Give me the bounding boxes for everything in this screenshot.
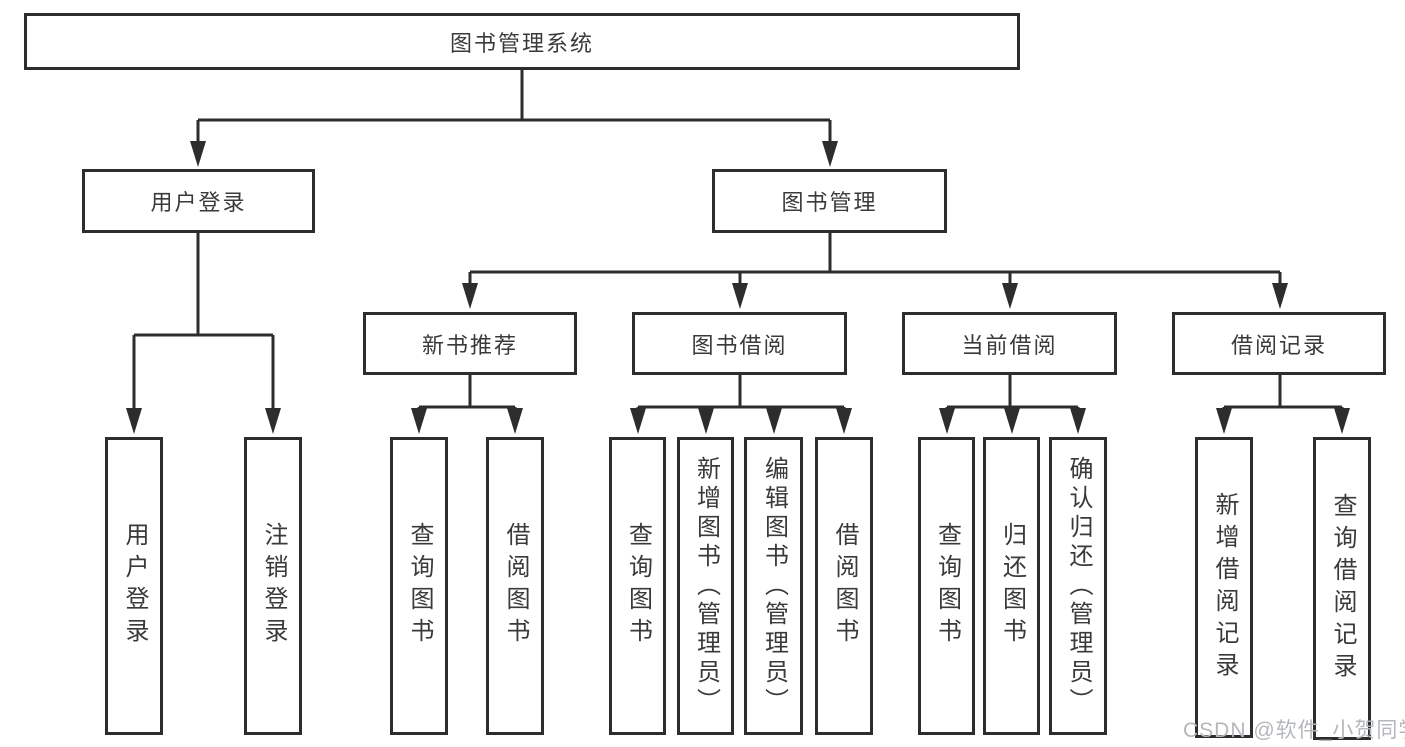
- node-edit-book-admin: 编辑图书（管理员）: [744, 437, 803, 735]
- connector-level3-children: [417, 375, 1344, 412]
- node-borrow-query-book: 查询图书: [609, 437, 666, 735]
- node-book-borrowing: 图书借阅: [632, 312, 847, 375]
- node-login-user: 用户登录: [105, 437, 163, 735]
- node-current-query-book: 查询图书: [918, 437, 975, 735]
- node-current-borrowing: 当前借阅: [902, 312, 1117, 375]
- node-rec-query-book: 查询图书: [390, 437, 448, 735]
- node-rec-borrow-book: 借阅图书: [486, 437, 544, 735]
- node-logout: 注销登录: [244, 437, 302, 735]
- node-borrow-records: 借阅记录: [1172, 312, 1386, 375]
- node-return-book: 归还图书: [983, 437, 1040, 735]
- node-new-book-recommend: 新书推荐: [363, 312, 577, 375]
- node-borrow-borrow-book: 借阅图书: [815, 437, 873, 735]
- node-user-login: 用户登录: [82, 169, 315, 233]
- down-arrowhead-icons: [126, 141, 1350, 434]
- connector-login-children: [132, 232, 275, 411]
- node-query-borrow-record: 查询借阅记录: [1313, 437, 1371, 740]
- connector-bookmgmt-children: [468, 232, 1282, 286]
- csdn-watermark: CSDN @软件_小贺同学: [1183, 719, 1405, 742]
- connector-root-to-level2: [196, 70, 832, 144]
- node-confirm-return-admin: 确认归还（管理员）: [1049, 437, 1107, 735]
- node-book-management: 图书管理: [712, 169, 947, 233]
- node-root: 图书管理系统: [24, 13, 1020, 70]
- node-add-borrow-record: 新增借阅记录: [1195, 437, 1253, 738]
- node-add-book-admin: 新增图书（管理员）: [677, 437, 734, 735]
